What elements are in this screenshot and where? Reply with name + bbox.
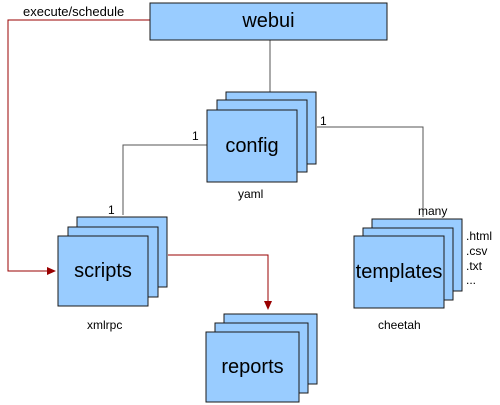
connector-scripts-to-reports <box>168 254 272 310</box>
xmlrpc-label: xmlrpc <box>87 318 123 332</box>
cheetah-label: cheetah <box>378 318 421 332</box>
webui-node <box>149 2 388 41</box>
ext-txt-label: .txt <box>466 259 483 273</box>
multiplicity-config-templates-top: 1 <box>320 114 327 128</box>
ext-more-label: ... <box>466 273 477 287</box>
connector-webui-to-scripts <box>7 19 150 275</box>
connector-config-to-scripts <box>122 144 207 215</box>
connector-config-to-templates <box>317 126 424 217</box>
reports-stack <box>205 313 318 403</box>
multiplicity-config-scripts-top: 1 <box>192 129 199 143</box>
config-stack <box>206 91 317 183</box>
webui-label: webui <box>242 10 295 32</box>
ext-csv-label: .csv <box>466 244 488 258</box>
reports-label: reports <box>221 356 284 378</box>
execute-schedule-label: execute/schedule <box>23 4 125 19</box>
templates-label: templates <box>355 261 443 283</box>
ext-html-label: .html <box>466 229 493 243</box>
scripts-stack <box>57 216 168 307</box>
multiplicity-config-scripts-bottom: 1 <box>108 203 115 217</box>
templates-stack <box>353 218 463 309</box>
multiplicity-config-templates-bottom: many <box>418 204 448 218</box>
yaml-label: yaml <box>238 187 264 201</box>
scripts-label: scripts <box>74 260 132 282</box>
config-label: config <box>225 135 279 157</box>
